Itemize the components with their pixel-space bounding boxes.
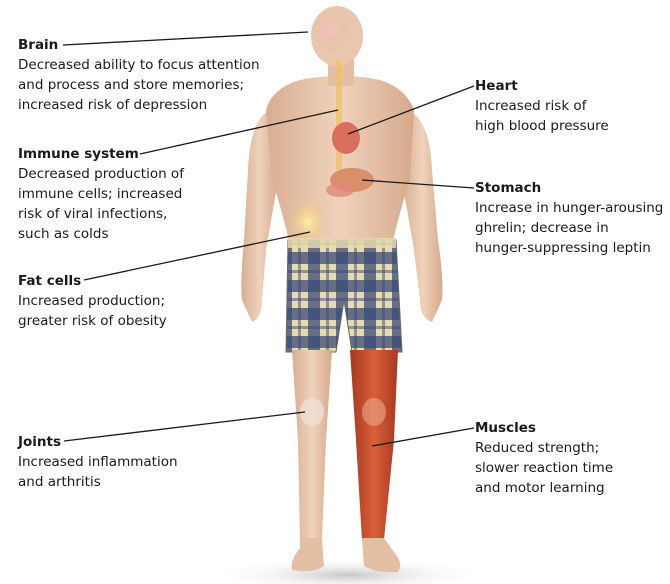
immune-desc-line-4: such as colds bbox=[18, 224, 184, 244]
callout-muscles: Muscles Reduced strength; slower reactio… bbox=[475, 418, 613, 498]
immune-title: Immune system bbox=[18, 144, 184, 164]
leader-line-muscles bbox=[372, 428, 474, 446]
muscles-title: Muscles bbox=[475, 418, 613, 438]
muscles-desc-line-3: and motor learning bbox=[475, 478, 613, 498]
callout-joints: Joints Increased inflammation and arthri… bbox=[18, 432, 178, 492]
joints-desc-line-2: and arthritis bbox=[18, 472, 178, 492]
heart-title: Heart bbox=[475, 76, 609, 96]
stomach-desc-line-3: hunger-suppressing leptin bbox=[475, 238, 663, 258]
stomach-title: Stomach bbox=[475, 178, 663, 198]
heart-desc-line-1: Increased risk of bbox=[475, 96, 609, 116]
joints-desc-line-1: Increased inflammation bbox=[18, 452, 178, 472]
immune-desc-line-3: risk of viral infections, bbox=[18, 204, 184, 224]
callout-stomach: Stomach Increase in hunger-arousing ghre… bbox=[475, 178, 663, 258]
callout-brain: Brain Decreased ability to focus attenti… bbox=[18, 35, 260, 115]
callout-immune-system: Immune system Decreased production of im… bbox=[18, 144, 184, 244]
leader-line-heart bbox=[348, 86, 474, 134]
joints-title: Joints bbox=[18, 432, 178, 452]
muscles-desc-line-1: Reduced strength; bbox=[475, 438, 613, 458]
fat-desc-line-2: greater risk of obesity bbox=[18, 311, 167, 331]
brain-desc-line-2: and process and store memories; bbox=[18, 75, 260, 95]
muscles-desc-line-2: slower reaction time bbox=[475, 458, 613, 478]
stomach-desc-line-1: Increase in hunger-arousing bbox=[475, 198, 663, 218]
fat-desc-line-1: Increased production; bbox=[18, 291, 167, 311]
stomach-desc-line-2: ghrelin; decrease in bbox=[475, 218, 663, 238]
callout-heart: Heart Increased risk of high blood press… bbox=[475, 76, 609, 136]
brain-desc-line-3: increased risk of depression bbox=[18, 95, 260, 115]
immune-desc-line-1: Decreased production of bbox=[18, 164, 184, 184]
heart-desc-line-2: high blood pressure bbox=[475, 116, 609, 136]
brain-desc-line-1: Decreased ability to focus attention bbox=[18, 55, 260, 75]
immune-desc-line-2: immune cells; increased bbox=[18, 184, 184, 204]
fat-title: Fat cells bbox=[18, 271, 167, 291]
callout-fat-cells: Fat cells Increased production; greater … bbox=[18, 271, 167, 331]
leader-line-stomach bbox=[362, 180, 474, 188]
brain-title: Brain bbox=[18, 35, 260, 55]
